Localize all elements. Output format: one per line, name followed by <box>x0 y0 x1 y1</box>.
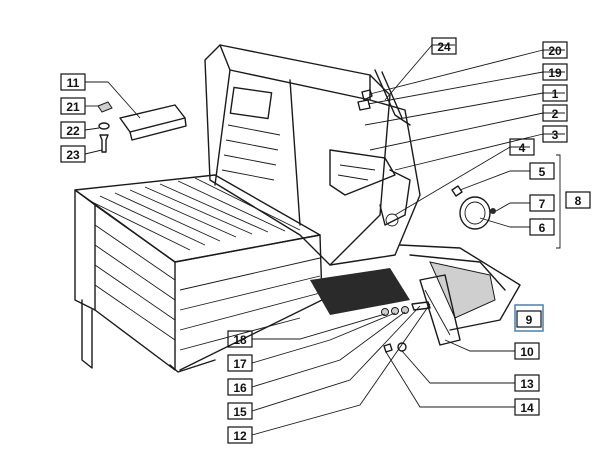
callout-label: 18 <box>233 333 247 347</box>
callout-18[interactable]: 18 <box>227 330 253 348</box>
callout-20[interactable]: 20 <box>542 41 568 59</box>
cab-body <box>204 44 421 266</box>
callout-label: 2 <box>552 107 559 121</box>
screw-part-20 <box>361 89 373 101</box>
callout-label: 23 <box>66 148 80 162</box>
callout-label: 9 <box>526 313 533 327</box>
callout-14[interactable]: 14 <box>514 398 540 416</box>
callout-label: 12 <box>233 429 247 443</box>
callout-label: 16 <box>233 381 247 395</box>
callout-17[interactable]: 17 <box>227 354 253 372</box>
cargo-bed <box>74 174 323 373</box>
callout-15[interactable]: 15 <box>227 402 253 420</box>
callout-label: 15 <box>233 405 247 419</box>
callout-11[interactable]: 11 <box>60 73 86 91</box>
callout-label: 1 <box>552 87 559 101</box>
washer-part-22 <box>98 122 110 130</box>
callout-9[interactable]: 9 <box>514 304 544 332</box>
callout-24[interactable]: 24 <box>431 37 457 55</box>
callout-5[interactable]: 5 <box>529 162 555 180</box>
callout-12[interactable]: 12 <box>227 426 253 444</box>
callout-7[interactable]: 7 <box>529 194 555 212</box>
callout-label: 4 <box>519 141 526 155</box>
callout-label: 24 <box>437 40 451 54</box>
callout-6[interactable]: 6 <box>529 218 555 236</box>
callout-label: 3 <box>552 128 559 142</box>
leader-lines <box>84 44 565 436</box>
lamp-part-7 <box>459 196 491 230</box>
callout-8[interactable]: 8 <box>565 191 591 209</box>
callout-3[interactable]: 3 <box>542 125 568 143</box>
callout-1[interactable]: 1 <box>542 84 568 102</box>
callout-19[interactable]: 19 <box>542 63 568 81</box>
callout-label: 7 <box>539 197 546 211</box>
callout-label: 19 <box>548 66 562 80</box>
clip-part-21 <box>97 101 113 113</box>
callout-2[interactable]: 2 <box>542 104 568 122</box>
screw-part-23 <box>99 134 109 153</box>
callout-label: 20 <box>548 44 562 58</box>
callout-16[interactable]: 16 <box>227 378 253 396</box>
nut-part-6 <box>490 208 496 214</box>
bolt-set-12-18 <box>381 301 431 316</box>
callout-21[interactable]: 21 <box>60 97 86 115</box>
callout-label: 17 <box>233 357 247 371</box>
callout-22[interactable]: 22 <box>60 121 86 139</box>
rear-fender <box>310 244 521 346</box>
callout-label: 5 <box>539 165 546 179</box>
callout-label: 22 <box>66 124 80 138</box>
callout-label: 8 <box>575 194 582 208</box>
screw-part-5 <box>451 185 463 197</box>
callout-10[interactable]: 10 <box>514 342 540 360</box>
callout-label: 10 <box>520 345 534 359</box>
callout-label: 13 <box>520 377 534 391</box>
callout-label: 14 <box>520 401 534 415</box>
callout-label: 11 <box>67 76 80 90</box>
clip-part-19 <box>357 99 371 111</box>
callout-label: 6 <box>539 221 546 235</box>
callout-13[interactable]: 13 <box>514 374 540 392</box>
callout-label: 21 <box>66 100 80 114</box>
bolt-part-14 <box>383 343 393 353</box>
bracket-part-11 <box>119 104 187 141</box>
callout-23[interactable]: 23 <box>60 145 86 163</box>
callout-4[interactable]: 4 <box>509 138 535 156</box>
